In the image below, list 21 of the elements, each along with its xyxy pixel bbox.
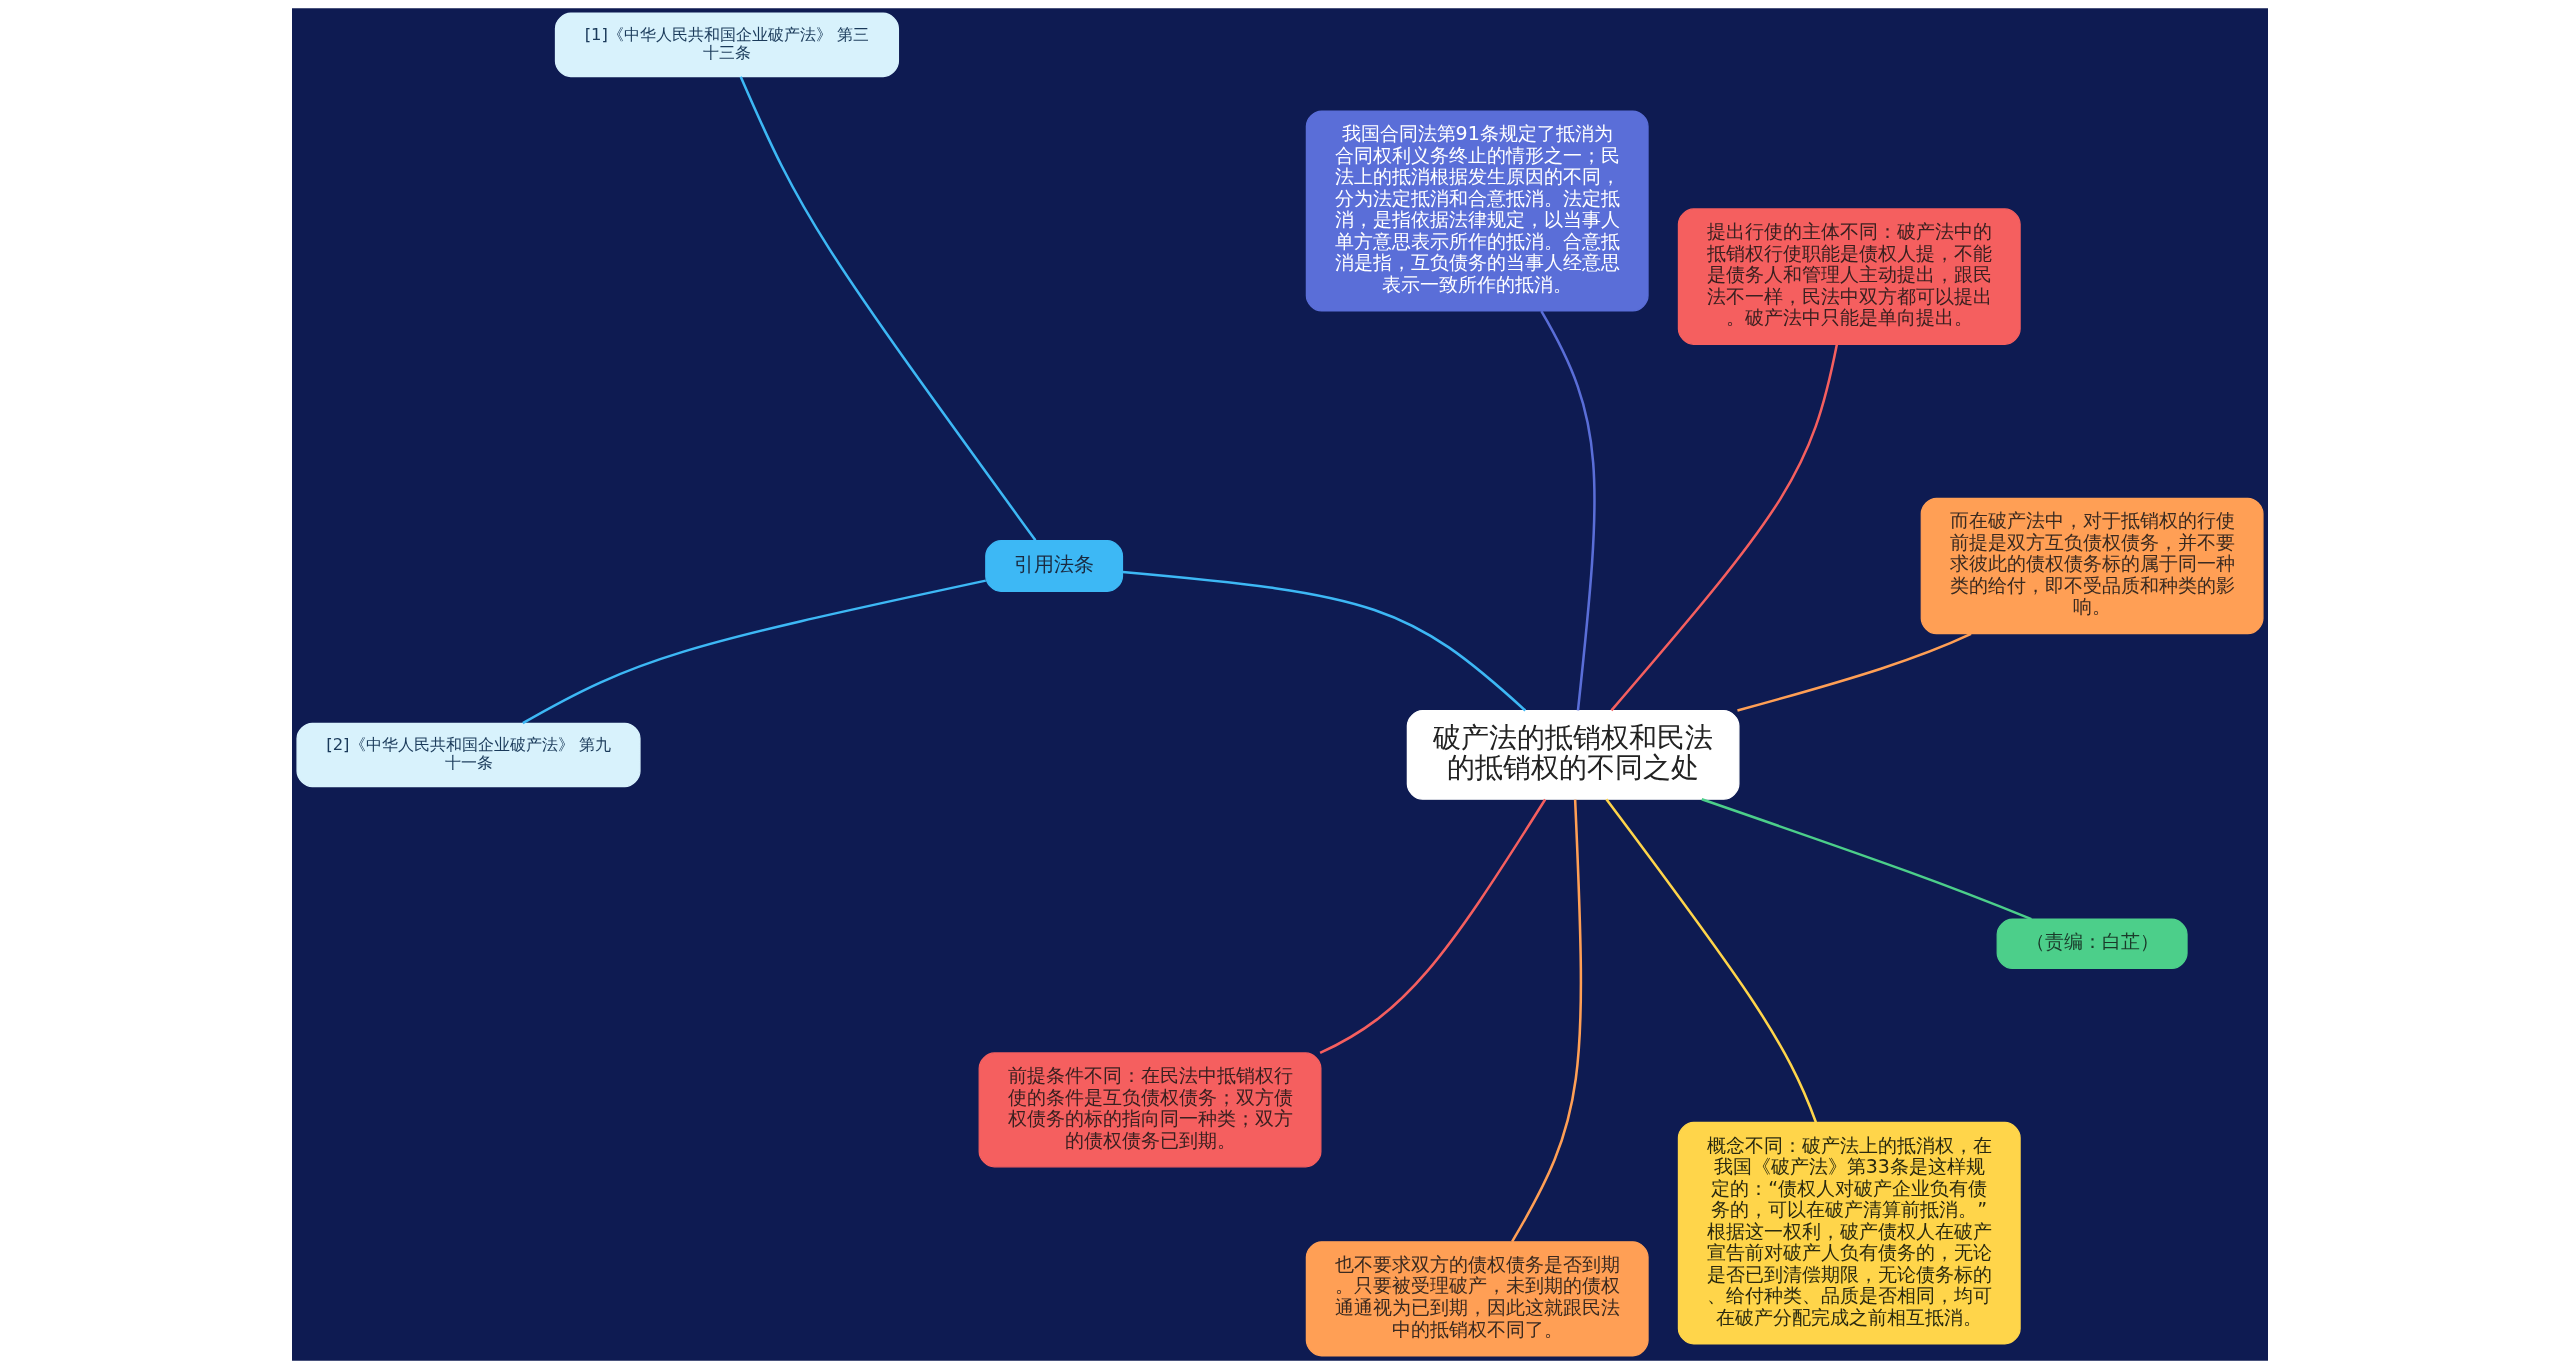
node-box: （责编：白芷） [1996, 918, 2188, 970]
node-box: 引用法条 [985, 540, 1124, 592]
node-box: 也不要求双方的债权债务是否到期。只要被受理破产，未到期的债权通通视为已到期，因此这就跟民法中的抵销权不同了。 [1305, 1241, 1649, 1357]
connector [1319, 798, 1547, 1055]
node-box: 破产法的抵销权和民法的抵销权的不同之处 [1406, 710, 1740, 800]
node-box: 提出行使的主体不同：破产法中的抵销权行使职能是债权人提，不能是债务人和管理人主动提出，跟民法不一样，民法中双方都可以提出。破产法中只能是单向提出。 [1677, 208, 2021, 345]
connector [1701, 798, 2032, 921]
node-box: [1]《中华人民共和国企业破产法》 第三十三条 [554, 12, 900, 78]
node-box: [2]《中华人民共和国企业破产法》 第九十一条 [296, 722, 641, 788]
node-box: 我国合同法第91条规定了抵消为合同权利义务终止的情形之一；民法上的抵消根据发生原因的不同，分为法定抵消和合意抵消。法定抵消，是指依据法律规定，以当事人单方意思表示所作的抵消。合意抵消是指，互负债务的当事人经意思表示一致所作的抵消。 [1305, 110, 1649, 312]
connector [1737, 632, 1972, 712]
connector [1122, 570, 1527, 712]
connector [1605, 798, 1818, 1123]
connector [522, 579, 986, 725]
node-box: 概念不同：破产法上的抵消权，在我国《破产法》第33条是这样规定的：“债权人对破产企业负有债务的，可以在破产清算前抵消。”根据这一权利，破产债权人在破产宣告前对破产人负有债务的，无论是否已到清偿期限，无论债务标的、给付种类、品质是否相同，均可在破产分配完成之前相互抵消。 [1677, 1121, 2021, 1345]
connector [1610, 344, 1839, 712]
connector [1540, 310, 1596, 711]
connector [1511, 799, 1583, 1243]
node-box: 前提条件不同：在民法中抵销权行使的条件是互负债权债务；双方债权债务的标的指向同一种类；双方的债权债务已到期。 [978, 1052, 1322, 1168]
node-box: 而在破产法中，对于抵销权的行使前提是双方互负债权债务，并不要求彼此的债权债务标的属于同一种类的给付，即不受品质和种类的影响。 [1920, 497, 2264, 635]
connector [739, 76, 1037, 542]
